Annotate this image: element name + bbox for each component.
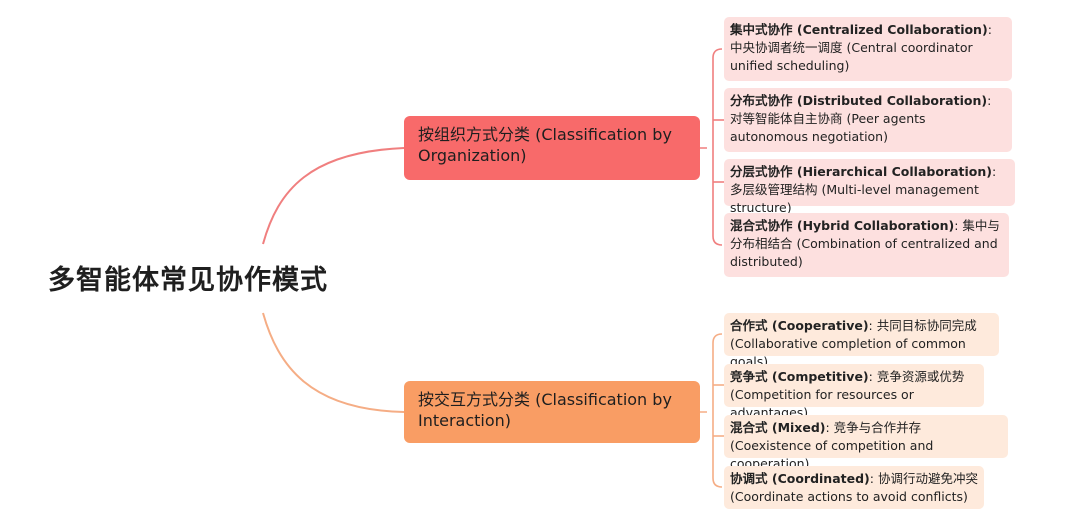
leaf-description: : 集中与分布相结合 (Combination of centralized a…: [730, 218, 1000, 269]
leaf-heading: 竞争式 (Competitive): [730, 369, 869, 384]
leaf-description: : 多层级管理结构 (Multi-level management struct…: [730, 164, 997, 215]
leaf-mixed[interactable]: 混合式 (Mixed): 竞争与合作并存 (Coexistence of com…: [724, 415, 1008, 471]
leaf-description: : 中央协调者统一调度 (Central coordinator unified…: [730, 22, 992, 73]
leaf-heading: 混合式 (Mixed): [730, 420, 826, 435]
leaf-description: : 对等智能体自主协商 (Peer agents autonomous nego…: [730, 93, 992, 144]
link-int-bracket: [700, 333, 723, 488]
link-root-interaction: [262, 312, 405, 413]
link-root-organization: [262, 147, 405, 245]
root-title: 多智能体常见协作模式: [48, 265, 328, 296]
leaf-hierarchical-collaboration[interactable]: 分层式协作 (Hierarchical Collaboration): 多层级管…: [724, 159, 1015, 215]
leaf-hybrid-collaboration[interactable]: 混合式协作 (Hybrid Collaboration): 集中与分布相结合 (…: [724, 213, 1009, 277]
branch-organization[interactable]: 按组织方式分类 (Classification by Organization): [404, 116, 700, 180]
leaf-heading: 分层式协作 (Hierarchical Collaboration): [730, 164, 992, 179]
leaf-heading: 分布式协作 (Distributed Collaboration): [730, 93, 988, 108]
leaf-coordinated[interactable]: 协调式 (Coordinated): 协调行动避免冲突 (Coordinate …: [724, 466, 984, 509]
leaf-competitive[interactable]: 竞争式 (Competitive): 竞争资源或优势 (Competition …: [724, 364, 984, 420]
leaf-description: : 协调行动避免冲突 (Coordinate actions to avoid …: [730, 471, 978, 504]
leaf-centralized-collaboration[interactable]: 集中式协作 (Centralized Collaboration): 中央协调者…: [724, 17, 1012, 81]
leaf-heading: 集中式协作 (Centralized Collaboration): [730, 22, 988, 37]
leaf-heading: 合作式 (Cooperative): [730, 318, 869, 333]
leaf-cooperative[interactable]: 合作式 (Cooperative): 共同目标协同完成 (Collaborati…: [724, 313, 999, 369]
branch-interaction[interactable]: 按交互方式分类 (Classification by Interaction): [404, 381, 700, 443]
leaf-description: : 竞争资源或优势 (Competition for resources or …: [730, 369, 965, 420]
leaf-heading: 混合式协作 (Hybrid Collaboration): [730, 218, 955, 233]
leaf-heading: 协调式 (Coordinated): [730, 471, 870, 486]
leaf-distributed-collaboration[interactable]: 分布式协作 (Distributed Collaboration): 对等智能体…: [724, 88, 1012, 152]
link-org-bracket: [700, 48, 723, 246]
